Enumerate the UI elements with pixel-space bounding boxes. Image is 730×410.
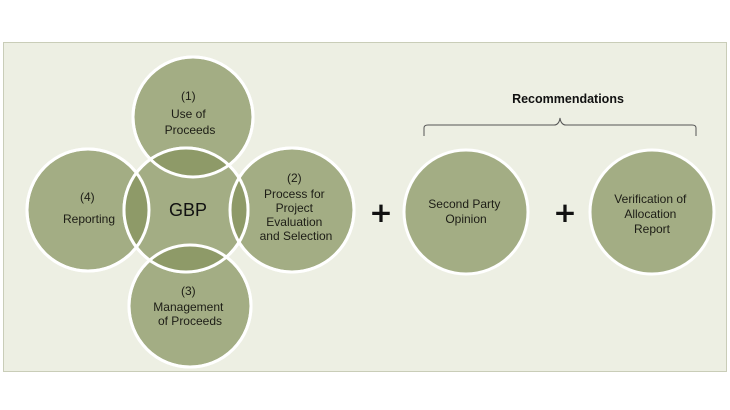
reporting-label: (4) Reporting	[63, 190, 115, 226]
recommendations-brace	[423, 117, 697, 136]
verification-report-circle	[588, 148, 716, 276]
recommendations-title: Recommendations	[512, 92, 624, 106]
second-party-opinion-label: Second Party Opinion	[428, 197, 503, 226]
gbp-center-label: GBP	[169, 200, 207, 220]
process-evaluation-label: (2) Process for Project Evaluation and S…	[260, 171, 333, 243]
circle-outlines	[25, 55, 356, 369]
use-of-proceeds-label: (1) Use of Proceeds	[165, 89, 216, 137]
management-proceeds-label: (3) Management of Proceeds	[153, 284, 226, 328]
plus-operator-2: +	[553, 196, 576, 229]
plus-operator-1: +	[369, 196, 392, 229]
second-party-opinion-circle	[402, 148, 530, 276]
verification-report-label: Verification of Allocation Report	[614, 192, 689, 236]
